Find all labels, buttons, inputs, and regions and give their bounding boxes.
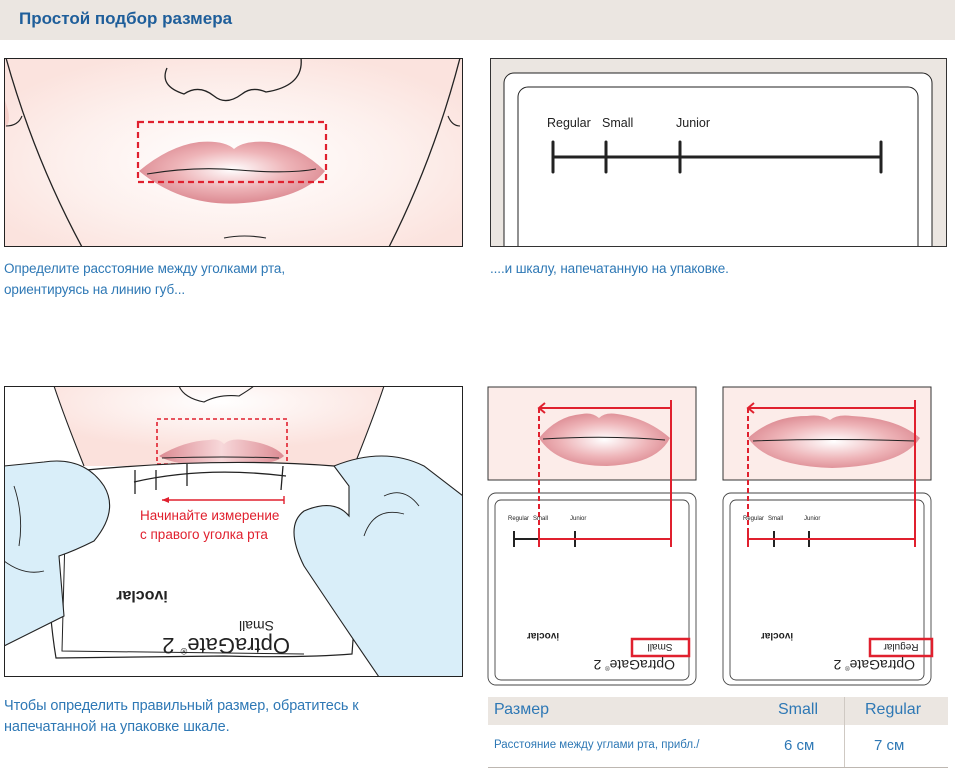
step1-illustration bbox=[4, 58, 463, 247]
table-bottom-border bbox=[488, 767, 948, 768]
table-header-row: Размер Small Regular bbox=[488, 697, 948, 725]
package-brand: ivoclar bbox=[761, 630, 793, 641]
highlighted-size: Small bbox=[647, 641, 672, 652]
package-brand: ivoclar bbox=[116, 587, 168, 604]
example-small: ivoclar Small OptraGate® 2 Regular Small… bbox=[487, 386, 699, 686]
package-brand: ivoclar bbox=[527, 630, 559, 641]
row-label: Расстояние между углами рта, прибл./ bbox=[494, 739, 700, 751]
table-header-regular: Regular bbox=[865, 701, 922, 718]
chin-line bbox=[223, 235, 267, 239]
face-outline-left bbox=[5, 58, 83, 247]
step3-illustration: ivoclar Small OptraGate® 2 Начинайте изм… bbox=[4, 386, 463, 677]
scale-label-junior: Junior bbox=[676, 116, 711, 130]
scale-label-regular: Regular bbox=[508, 516, 530, 522]
measure-annotation: Начинайте измерение с правого уголка рта bbox=[140, 508, 280, 542]
measure-arrow bbox=[162, 496, 285, 504]
size-highlight bbox=[868, 637, 934, 658]
scale-label-small: Small bbox=[602, 116, 634, 130]
step1-caption: Определите расстояние между уголками рта… bbox=[4, 261, 285, 297]
scale-label-small: Small bbox=[533, 516, 549, 522]
scale-label-junior: Junior bbox=[570, 516, 587, 522]
lips bbox=[139, 141, 325, 204]
measure-box bbox=[136, 120, 328, 184]
nose-outline bbox=[164, 58, 302, 102]
table-header-small: Small bbox=[778, 701, 819, 718]
scale-label-junior: Junior bbox=[804, 516, 821, 522]
column-divider bbox=[844, 697, 845, 767]
package-size: Small bbox=[239, 618, 274, 634]
face-outline-right bbox=[388, 58, 461, 247]
lips bbox=[159, 439, 284, 466]
example-regular: ivoclar Regular OptraGate® 2 Regular Sma… bbox=[722, 386, 948, 686]
scale-label-regular: Regular bbox=[743, 516, 765, 522]
row-value-small: 6 см bbox=[784, 737, 815, 754]
lip-line bbox=[146, 168, 317, 175]
step3-caption: Чтобы определить правильный размер, обра… bbox=[4, 698, 359, 735]
package-product: OptraGate® 2 bbox=[162, 633, 290, 658]
scale-label-small: Small bbox=[768, 516, 784, 522]
left-ear bbox=[4, 98, 9, 128]
size-scale bbox=[551, 140, 883, 174]
step2-caption: ....и шкалу, напечатанную на упаковке. bbox=[490, 261, 729, 276]
scale-label-regular: Regular bbox=[547, 116, 591, 130]
package-product: OptraGate® 2 bbox=[833, 657, 915, 673]
page-title: Простой подбор размера bbox=[19, 9, 233, 28]
table-header-label: Размер bbox=[494, 701, 549, 718]
highlighted-size: Regular bbox=[883, 641, 919, 652]
left-glove bbox=[4, 460, 111, 647]
size-highlight bbox=[630, 637, 691, 658]
row-value-regular: 7 см bbox=[874, 737, 905, 754]
right-glove bbox=[293, 455, 463, 677]
package-product: OptraGate® 2 bbox=[593, 657, 675, 673]
measure-lines bbox=[537, 400, 672, 547]
step2-illustration: Regular Small Junior bbox=[490, 58, 947, 247]
section-header: Простой подбор размера bbox=[0, 0, 955, 40]
measure-lines bbox=[746, 400, 916, 547]
